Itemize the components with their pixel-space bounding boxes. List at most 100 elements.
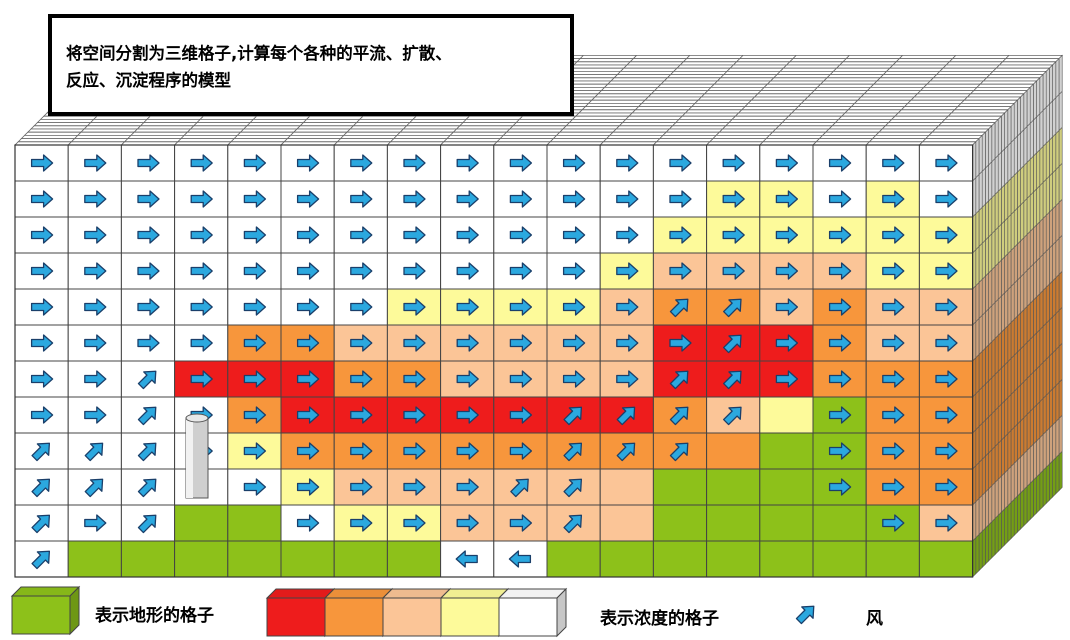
- top-cell: [555, 131, 614, 136]
- title-line-1: 将空间分割为三维格子,计算每个各种的平流、扩散、: [66, 44, 452, 63]
- top-cell: [840, 112, 900, 117]
- top-cell: [180, 134, 239, 140]
- top-cell: [728, 119, 787, 123]
- top-cell: [942, 64, 1001, 69]
- side-cell: [1052, 277, 1057, 318]
- side-cell: [1036, 221, 1041, 262]
- top-cell: [760, 87, 819, 91]
- top-cell: [650, 90, 709, 95]
- side-cell: [981, 491, 986, 533]
- side-cell: [988, 233, 993, 274]
- top-cell: [668, 125, 727, 130]
- side-cell: [975, 533, 980, 575]
- side-cell: [1049, 244, 1053, 285]
- side-cell: [975, 353, 980, 395]
- side-cell: [994, 118, 999, 160]
- top-cell: [496, 138, 555, 143]
- top-cell: [136, 125, 195, 130]
- grid-side-face: [972, 54, 1063, 578]
- grid-cell: [706, 540, 761, 578]
- top-cell: [806, 93, 866, 98]
- top-cell: [826, 74, 885, 79]
- top-cell: [80, 128, 139, 133]
- top-cell: [518, 115, 577, 120]
- side-cell: [1010, 282, 1015, 324]
- top-cell: [682, 58, 741, 63]
- side-cell: [978, 170, 983, 212]
- top-cell: [663, 77, 722, 82]
- side-cell: [975, 461, 980, 503]
- side-cell: [1049, 316, 1053, 357]
- top-cell: [697, 96, 756, 101]
- grid-cell: [599, 540, 654, 578]
- side-cell: [1023, 161, 1028, 203]
- side-cell: [1033, 224, 1037, 265]
- concentration-legend-label: 表示浓度的格子: [600, 609, 719, 629]
- wind-legend-icon: [792, 599, 821, 628]
- side-cell: [1026, 302, 1031, 344]
- top-cell: [602, 138, 661, 143]
- side-cell: [975, 425, 980, 467]
- side-cell: [1010, 210, 1015, 252]
- side-cell: [1042, 214, 1047, 256]
- grid-cell: [652, 540, 708, 578]
- top-cell: [781, 119, 840, 123]
- grid-cell: [599, 252, 654, 290]
- side-cell: [1029, 443, 1034, 485]
- side-cell: [975, 281, 980, 323]
- top-cell: [629, 58, 688, 63]
- side-cell: [1055, 165, 1060, 207]
- side-cell: [978, 242, 983, 284]
- top-cell: [769, 77, 828, 82]
- top-cell: [305, 115, 364, 120]
- top-cell: [571, 115, 630, 120]
- side-cell: [1045, 247, 1050, 289]
- top-cell: [26, 128, 86, 133]
- side-cell: [997, 187, 1002, 229]
- top-cell: [992, 67, 1051, 72]
- side-cell: [1033, 440, 1037, 481]
- side-cell: [1039, 253, 1044, 295]
- side-cell: [981, 419, 986, 461]
- side-cell: [994, 478, 999, 520]
- top-cell: [616, 71, 675, 75]
- top-cell: [932, 74, 991, 79]
- side-cell: [1010, 174, 1015, 216]
- side-cell: [1033, 332, 1037, 373]
- concentration-legend-swatch-top: [381, 588, 452, 599]
- top-cell: [821, 131, 880, 136]
- side-cell: [1042, 466, 1047, 508]
- top-cell: [847, 106, 906, 111]
- side-cell: [975, 317, 980, 359]
- side-cell: [1058, 414, 1063, 456]
- side-cell: [985, 308, 989, 349]
- top-cell: [1004, 55, 1064, 59]
- top-cell: [881, 125, 940, 130]
- top-cell: [458, 122, 518, 127]
- top-cell: [950, 109, 1009, 114]
- top-cell: [621, 119, 680, 123]
- top-cell: [302, 119, 361, 123]
- side-cell: [997, 511, 1002, 553]
- side-cell: [1058, 270, 1063, 312]
- top-cell: [628, 112, 687, 117]
- side-cell: [1026, 122, 1031, 164]
- top-cell: [176, 138, 236, 143]
- grid-cell: [759, 396, 814, 434]
- side-cell: [991, 193, 996, 235]
- top-cell: [552, 134, 611, 140]
- top-cell: [590, 96, 650, 101]
- side-cell: [1033, 404, 1037, 445]
- top-cell: [816, 83, 875, 88]
- top-cell: [824, 128, 884, 133]
- side-cell: [1029, 83, 1034, 125]
- side-cell: [978, 458, 983, 500]
- side-cell: [978, 422, 983, 464]
- top-cell: [919, 87, 978, 91]
- side-cell: [997, 259, 1002, 301]
- top-cell: [951, 55, 1010, 59]
- side-cell: [988, 161, 993, 202]
- side-cell: [1007, 321, 1012, 363]
- side-cell: [1004, 505, 1009, 546]
- side-cell: [1039, 109, 1044, 151]
